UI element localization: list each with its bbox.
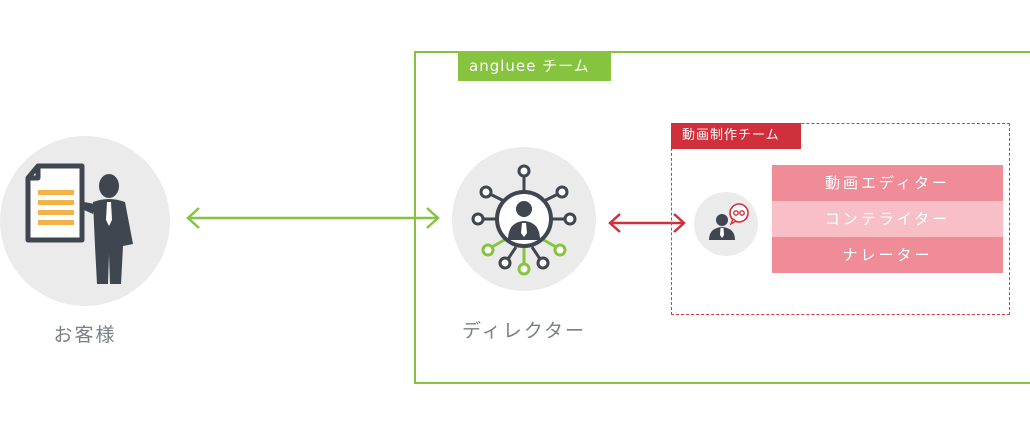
presenter-document-icon — [25, 163, 133, 284]
role-storyboard-writer: コンテライター — [772, 201, 1003, 237]
network-person-icon — [471, 164, 577, 276]
role-narrator: ナレーター — [772, 237, 1003, 273]
customer-label: お客様 — [53, 324, 117, 346]
director-label: ディレクター — [462, 320, 586, 342]
angluee-team-tag: angluee チーム — [458, 51, 611, 81]
person-chat-icon — [709, 203, 749, 240]
angluee-team-frame — [414, 51, 1030, 384]
production-team-tag: 動画制作チーム — [671, 123, 801, 149]
role-video-editor: 動画エディター — [772, 165, 1003, 201]
production-team-frame — [671, 123, 1010, 315]
customer-director-arrow — [186, 207, 440, 229]
